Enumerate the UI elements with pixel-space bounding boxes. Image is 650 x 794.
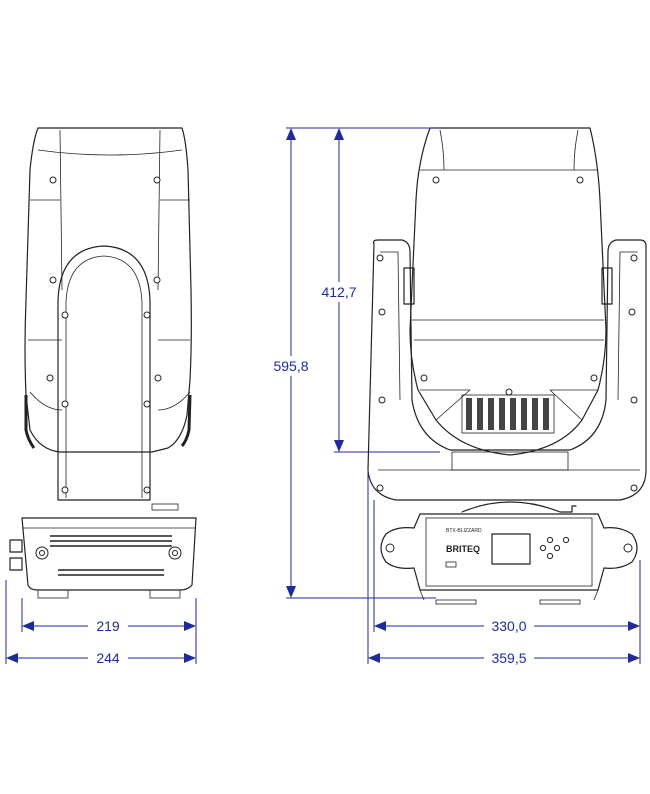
screw (61, 400, 69, 408)
screw (143, 486, 151, 494)
side-head-contour-lower (29, 391, 191, 411)
screw (420, 374, 428, 382)
panel-button-left (539, 544, 547, 552)
side-outer-width-label: 244 (96, 650, 120, 666)
screw (46, 374, 54, 382)
arrow-down (334, 440, 344, 452)
screw (630, 484, 638, 492)
dimension-lines (5, 127, 641, 664)
arrow-up (334, 128, 344, 140)
screw (432, 176, 440, 184)
screw (376, 484, 384, 492)
side-foot-left (37, 589, 69, 599)
screw (576, 176, 584, 184)
screw (378, 396, 386, 404)
front-base-handle-right (623, 543, 633, 553)
side-latch (151, 503, 179, 511)
front-tilt-block (451, 451, 569, 471)
front-inner-width-label: 330,0 (491, 618, 526, 634)
side-connector-bottom (9, 557, 23, 571)
screw (61, 311, 69, 319)
arrow-up (286, 128, 296, 140)
panel-model-label: BTX-BLIZZARD (446, 528, 482, 534)
panel-button-up (546, 536, 554, 544)
screw (61, 486, 69, 494)
front-yoke-inner (378, 251, 640, 471)
dimension-labels: 219 244 412,7 595,8 330,0 359,5 (88, 282, 534, 668)
panel-button-right (553, 544, 561, 552)
front-head-outline (409, 127, 607, 456)
front-control-panel: BTX-BLIZZARD BRITEQ (445, 528, 570, 568)
side-head-outline (24, 127, 192, 453)
arrow-down (286, 586, 296, 598)
front-foot-right (539, 599, 581, 605)
screw (378, 308, 386, 316)
screw (153, 276, 161, 284)
panel-display (491, 533, 531, 565)
screw (630, 396, 638, 404)
side-foot-right (149, 589, 181, 599)
front-head-lower-contour (420, 389, 598, 421)
front-head-contour (412, 129, 604, 341)
side-yoke-arm-inner (65, 255, 143, 498)
side-connector-top (9, 539, 23, 553)
front-base-handle-left (385, 543, 395, 553)
screw (143, 400, 151, 408)
side-base-top-vents (50, 535, 172, 547)
side-yoke-arm (57, 245, 151, 501)
front-base-panel (425, 517, 593, 587)
side-base-knob-right-inner (172, 550, 178, 556)
panel-brand-logo: BRITEQ (446, 544, 480, 554)
screw (590, 374, 598, 382)
front-view: BTX-BLIZZARD BRITEQ (367, 127, 647, 605)
screw (154, 374, 162, 382)
panel-nfc-badge (445, 561, 457, 568)
front-coupling (461, 501, 577, 513)
side-inner-width-label: 219 (96, 618, 120, 634)
screw (49, 276, 57, 284)
side-head-contour (28, 129, 190, 341)
front-yoke-knob-right (601, 267, 613, 305)
side-base-bottom-vents (58, 569, 164, 576)
total-height-label: 595,8 (273, 358, 308, 374)
front-yoke-outline (367, 239, 647, 501)
front-head-vent-grill (461, 394, 555, 434)
panel-button-menu (562, 536, 570, 544)
screw (630, 254, 638, 262)
panel-button-down (546, 552, 554, 560)
screw (376, 254, 384, 262)
head-height-label: 412,7 (321, 284, 356, 300)
front-outer-width-label: 359,5 (491, 650, 526, 666)
screw (49, 176, 57, 184)
side-vent-left (24, 395, 36, 449)
side-base-knob-left-inner (39, 550, 45, 556)
front-yoke-knob-left (403, 267, 415, 305)
screw (628, 308, 636, 316)
side-vent-right (180, 394, 192, 447)
front-foot-left (435, 599, 477, 605)
screw (143, 311, 151, 319)
screw (505, 388, 513, 396)
front-base-outline (380, 513, 638, 591)
side-view (9, 127, 197, 599)
screw (153, 176, 161, 184)
